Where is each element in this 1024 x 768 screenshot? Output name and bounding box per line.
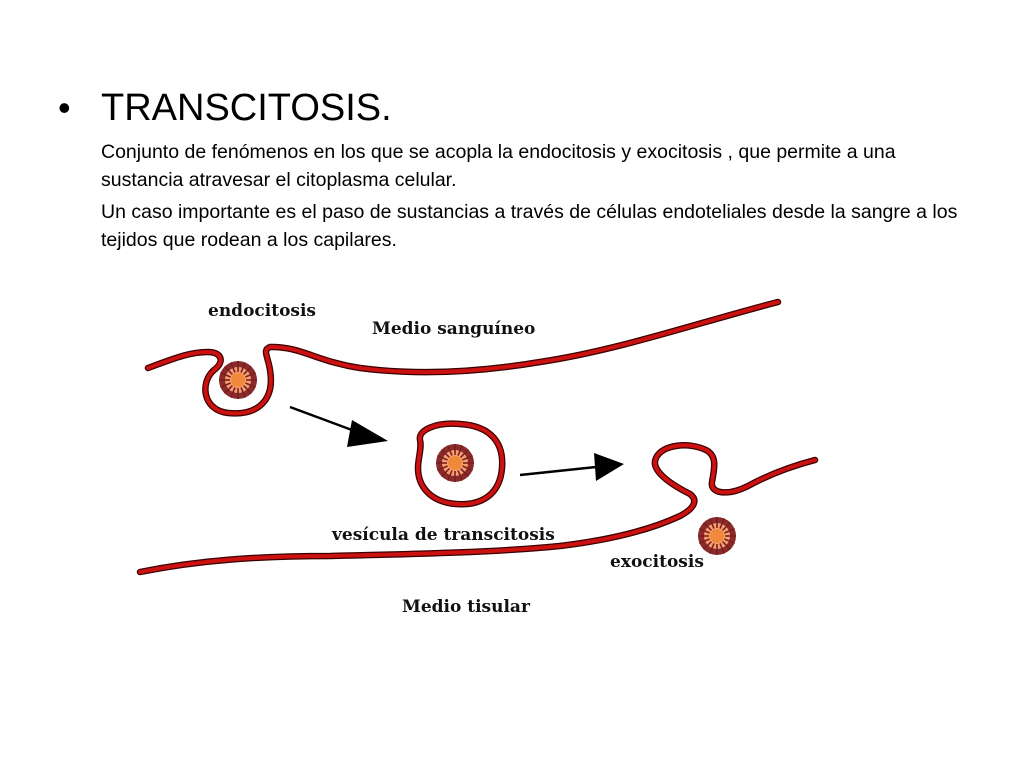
arrow-right-icon — [519, 453, 624, 481]
label-medio-tisular: Medio tisular — [402, 597, 531, 617]
particle-icon — [218, 360, 258, 400]
slide-title: TRANSCITOSIS. — [101, 87, 392, 129]
paragraph-example: Un caso importante es el paso de sustanc… — [101, 201, 958, 251]
particle-icon — [697, 516, 737, 556]
particle-icon — [435, 443, 475, 483]
label-medio-sanguineo: Medio sanguíneo — [372, 319, 535, 339]
bullet-icon: • — [58, 87, 71, 128]
label-exocitosis: exocitosis — [610, 552, 704, 572]
paragraph-definition: Conjunto de fenómenos en los que se acop… — [101, 141, 896, 191]
top-membrane — [144, 298, 782, 417]
bottom-membrane — [136, 442, 819, 576]
title-row: • TRANSCITOSIS. — [58, 84, 958, 134]
label-endocitosis: endocitosis — [208, 301, 316, 321]
transcytosis-vesicle — [414, 420, 506, 508]
arrow-right-icon — [289, 405, 388, 447]
label-vesicula: vesícula de transcitosis — [331, 525, 555, 545]
